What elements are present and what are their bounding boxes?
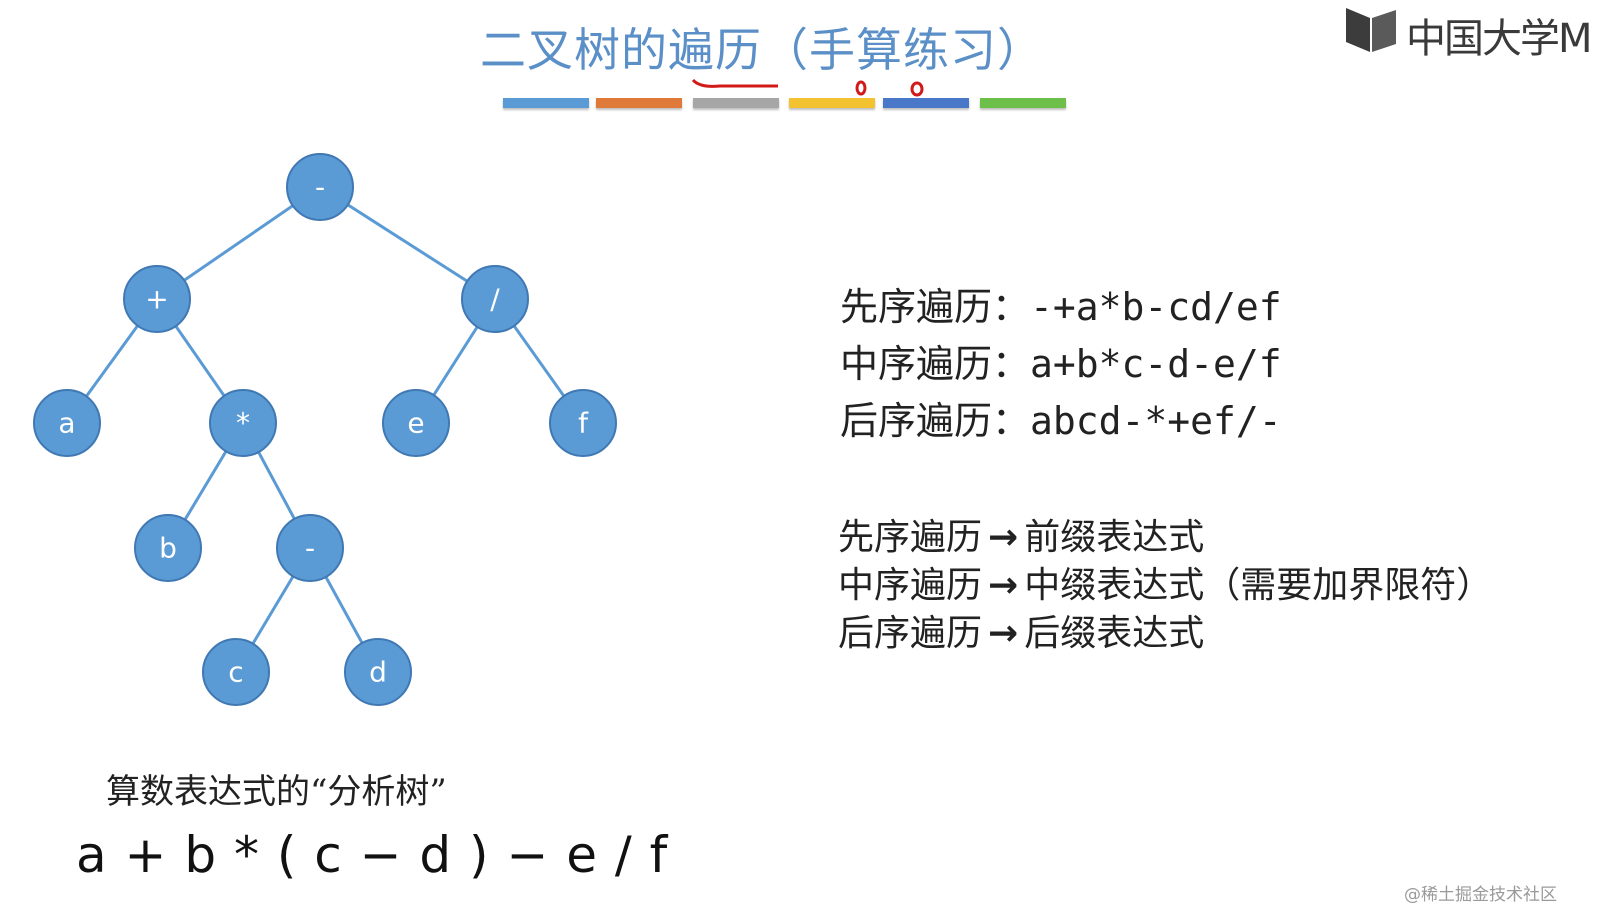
mapping-to: 前缀表达式 [1024, 517, 1205, 558]
arithmetic-expression: a + b * ( c − d ) − e / f [76, 826, 668, 884]
mapping-from: 中序遍历 [838, 565, 983, 606]
traversal-inorder: 中序遍历：a+b*c-d-e/f [840, 333, 1282, 388]
mapping-to: 后缀表达式 [1024, 613, 1205, 654]
accent-bar [596, 98, 682, 108]
mapping-inorder: 中序遍历→中缀表达式（需要加界限符） [838, 556, 1492, 608]
mapping-preorder: 先序遍历→前缀表达式 [838, 508, 1204, 560]
annotation-circle-1 [855, 80, 867, 96]
accent-bar [503, 98, 589, 108]
tree-node-label: a [58, 407, 75, 440]
tree-node-circle [209, 389, 277, 457]
tree-node-circle [461, 265, 529, 333]
accent-bar [980, 98, 1066, 108]
tree-node: d [344, 638, 412, 706]
right-arrow-icon: → [988, 565, 1019, 606]
binary-expression-tree: - + / a * e f b - c d [33, 153, 617, 706]
traversal-value: abcd-*+ef/- [1030, 399, 1282, 443]
tree-node-circle [286, 153, 354, 221]
traversal-label: 中序遍历： [840, 342, 1031, 386]
tree-node: / [461, 265, 529, 333]
tree-node-circle [123, 265, 191, 333]
tree-edges [65, 185, 585, 673]
book-logo-icon [1346, 8, 1396, 52]
tree-node-label: / [490, 283, 500, 316]
traversal-label: 后序遍历： [840, 399, 1031, 443]
tree-node-label: c [228, 656, 243, 689]
tree-node-label: - [315, 171, 325, 204]
watermark: @稀土掘金技术社区 [1404, 885, 1557, 905]
tree-node-circle [202, 638, 270, 706]
tree-node: * [209, 389, 277, 457]
traversal-value: -+a*b-cd/ef [1030, 285, 1282, 329]
tree-node-circle [134, 514, 202, 582]
tree-node: - [286, 153, 354, 221]
annotation-underline [691, 78, 778, 88]
tree-node-label: + [145, 283, 168, 316]
tree-node-label: e [407, 407, 424, 440]
tree-node-circle [276, 514, 344, 582]
tree-node: - [276, 514, 344, 582]
tree-nodes: - + / a * e f b - c d [33, 153, 617, 706]
right-arrow-icon: → [988, 517, 1019, 558]
mapping-postorder: 后序遍历→后缀表达式 [838, 604, 1204, 656]
tree-node-circle [33, 389, 101, 457]
accent-bar [789, 98, 875, 108]
tree-node: f [549, 389, 617, 457]
tree-node-label: f [578, 407, 589, 440]
mapping-to: 中缀表达式（需要加界限符） [1024, 565, 1493, 606]
traversal-preorder: 先序遍历：-+a*b-cd/ef [840, 276, 1282, 331]
traversal-postorder: 后序遍历：abcd-*+ef/- [840, 390, 1282, 445]
mapping-from: 后序遍历 [838, 613, 983, 654]
tree-node-label: b [159, 532, 177, 565]
tree-node-circle [382, 389, 450, 457]
annotation-circle-2 [910, 81, 924, 97]
tree-node-label: * [236, 407, 250, 440]
tree-node: c [202, 638, 270, 706]
tree-node-label: d [369, 656, 387, 689]
accent-bar [883, 98, 969, 108]
tree-node: + [123, 265, 191, 333]
tree-node: e [382, 389, 450, 457]
logo-text: 中国大学M [1406, 16, 1593, 62]
page-title: 二叉树的遍历（手算练习） [480, 23, 1044, 77]
tree-node: a [33, 389, 101, 457]
annotation-marks [691, 78, 924, 97]
tree-edge [319, 185, 496, 301]
tree-node: b [134, 514, 202, 582]
accent-bar [693, 98, 779, 108]
tree-caption: 算数表达式的“分析树” [106, 772, 447, 812]
traversal-label: 先序遍历： [840, 285, 1031, 329]
tree-node-circle [549, 389, 617, 457]
mapping-from: 先序遍历 [838, 517, 983, 558]
traversal-value: a+b*c-d-e/f [1030, 342, 1282, 386]
right-arrow-icon: → [988, 613, 1019, 654]
tree-node-circle [344, 638, 412, 706]
tree-node-label: - [305, 532, 315, 565]
